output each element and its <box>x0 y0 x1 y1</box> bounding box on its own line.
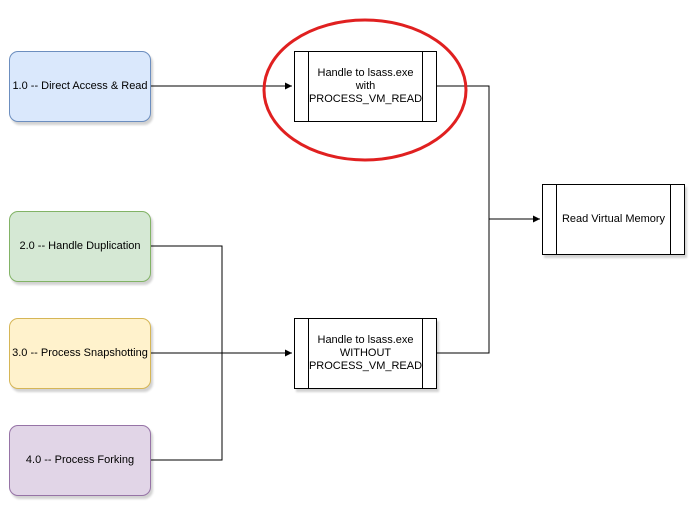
handle-line-1: Handle to lsass.exe <box>317 334 414 346</box>
source-handle-duplication[interactable]: 2.0 -- Handle Duplication <box>9 211 151 282</box>
source-direct-access-read[interactable]: 1.0 -- Direct Access & Read <box>9 51 151 122</box>
source-label: 1.0 -- Direct Access & Read <box>12 80 148 92</box>
source-label: 3.0 -- Process Snapshotting <box>12 347 148 359</box>
source-label: 4.0 -- Process Forking <box>25 454 135 466</box>
handle-line-3: PROCESS_VM_READ <box>308 360 423 372</box>
source-process-snapshotting[interactable]: 3.0 -- Process Snapshotting <box>9 318 151 389</box>
handle-line-2: WITHOUT <box>339 347 392 359</box>
handle-line-1: Handle to lsass.exe <box>317 67 414 79</box>
highlight-ellipse <box>262 18 468 162</box>
handle-without-vm-read[interactable]: Handle to lsass.exe WITHOUT PROCESS_VM_R… <box>294 318 437 389</box>
source-label: 2.0 -- Handle Duplication <box>19 240 141 252</box>
handle-line-2: with <box>355 80 376 92</box>
read-virtual-memory[interactable]: Read Virtual Memory <box>542 184 685 255</box>
source-process-forking[interactable]: 4.0 -- Process Forking <box>9 425 151 496</box>
target-label: Read Virtual Memory <box>561 213 666 225</box>
connector-forking-to-without <box>151 353 223 461</box>
connector-without-to-read <box>437 219 490 354</box>
connector-with-to-read <box>437 85 490 219</box>
connector-duplication-to-without <box>151 245 223 353</box>
handle-line-3: PROCESS_VM_READ <box>308 93 423 105</box>
handle-with-vm-read[interactable]: Handle to lsass.exe with PROCESS_VM_READ <box>294 51 437 122</box>
